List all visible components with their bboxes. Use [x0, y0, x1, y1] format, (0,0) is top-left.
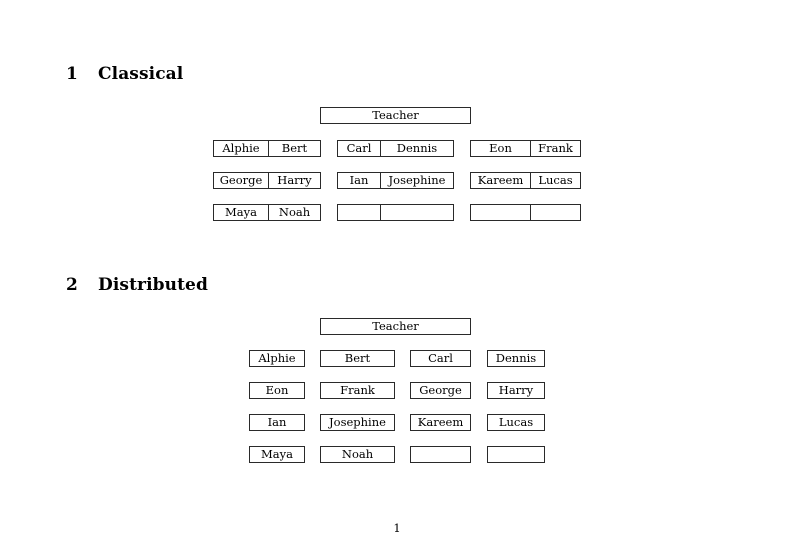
section-title: Distributed: [98, 275, 208, 295]
participant-box: Dennis: [487, 350, 545, 367]
participant-box: Harry: [487, 382, 545, 399]
participant-box: [487, 446, 545, 463]
table-cell: George: [219, 173, 263, 187]
table-row: Ian Josephine: [337, 172, 454, 189]
table-cell: Noah: [268, 205, 320, 220]
table-row: Alphie Bert: [213, 140, 321, 157]
participant-box: Ian: [249, 414, 305, 431]
table-cell: Bert: [268, 141, 320, 156]
teacher-box-distributed: Teacher: [320, 318, 471, 335]
participant-box: Noah: [320, 446, 395, 463]
participant-box: Frank: [320, 382, 395, 399]
table-row: Kareem Lucas: [470, 172, 581, 189]
participant-box: George: [410, 382, 471, 399]
table-row: [337, 204, 454, 221]
table-cell: [380, 205, 453, 220]
table-cell: [471, 205, 530, 220]
table-cell: Josephine: [380, 173, 453, 188]
table-cell: Ian: [349, 173, 369, 187]
table-cell: [338, 205, 380, 220]
section-heading-classical: 1 Classical: [66, 66, 183, 83]
table-cell: Kareem: [477, 173, 524, 187]
table-cell: Maya: [225, 205, 257, 219]
participant-box: Josephine: [320, 414, 395, 431]
participant-box: Eon: [249, 382, 305, 399]
table-cell: Frank: [530, 141, 580, 156]
participant-box: Carl: [410, 350, 471, 367]
table-cell: [530, 205, 580, 220]
table-row: [470, 204, 581, 221]
participant-box: Bert: [320, 350, 395, 367]
table-row: Maya Noah: [213, 204, 321, 221]
teacher-box-classical: Teacher: [320, 107, 471, 124]
table-cell: Alphie: [222, 141, 260, 155]
participant-box: Kareem: [410, 414, 471, 431]
table-row: Carl Dennis: [337, 140, 454, 157]
section-heading-distributed: 2 Distributed: [66, 277, 208, 294]
table-cell: Carl: [346, 141, 372, 155]
participant-box: Maya: [249, 446, 305, 463]
table-cell: Harry: [268, 173, 320, 188]
section-number: 2: [66, 275, 78, 295]
participant-box: Lucas: [487, 414, 545, 431]
page-number: 1: [393, 521, 401, 535]
participant-box: [410, 446, 471, 463]
table-row: Eon Frank: [470, 140, 581, 157]
table-cell: Lucas: [530, 173, 580, 188]
participant-box: Alphie: [249, 350, 305, 367]
section-title: Classical: [98, 64, 184, 84]
table-cell: Eon: [489, 141, 512, 155]
section-number: 1: [66, 64, 78, 84]
table-row: George Harry: [213, 172, 321, 189]
table-cell: Dennis: [380, 141, 453, 156]
